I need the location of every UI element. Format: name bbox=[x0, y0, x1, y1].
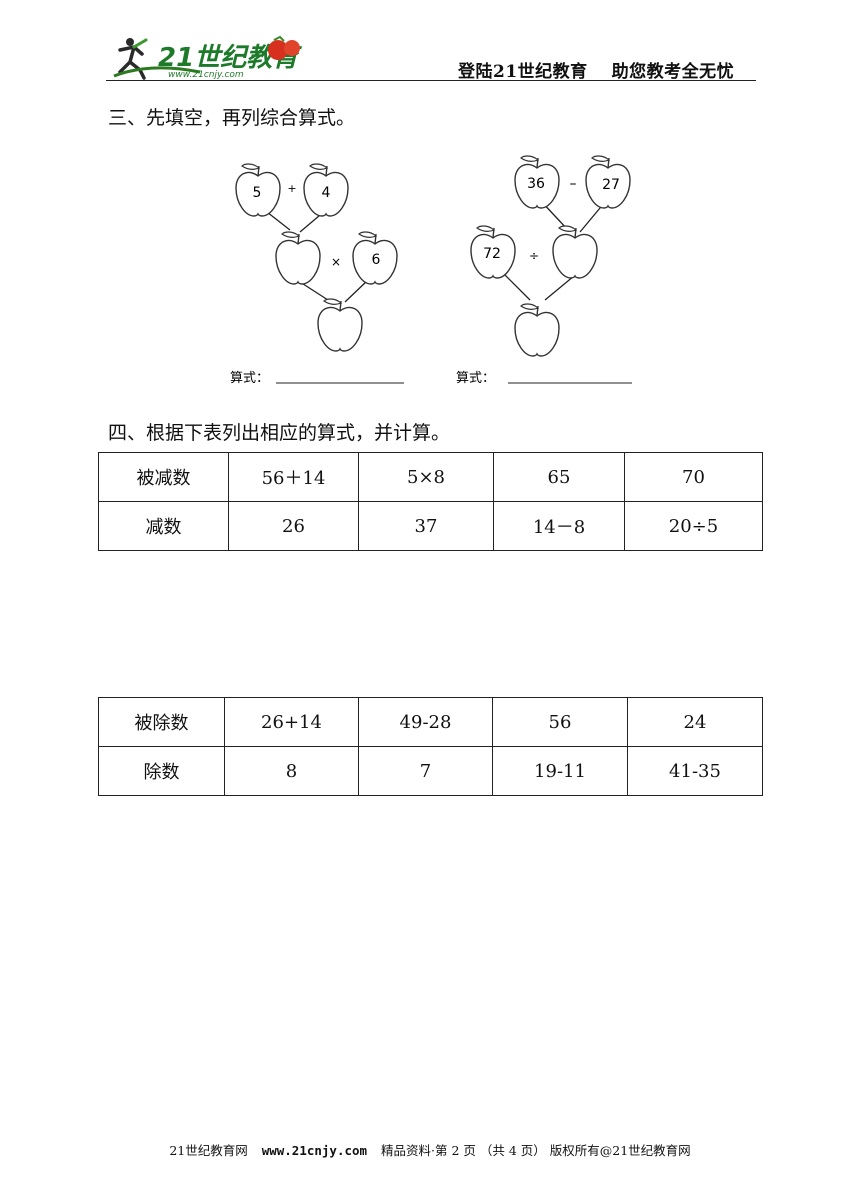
site-logo: 21世纪教育 www.21cnjy.com bbox=[113, 35, 302, 80]
formula-label-right: 算式： bbox=[456, 371, 495, 386]
row-header: 被除数 bbox=[98, 697, 225, 747]
table-row: 减数 26 37 14－8 20÷5 bbox=[98, 501, 763, 551]
apple-mid-right-blank[interactable] bbox=[552, 225, 598, 279]
division-table: 被除数 26+14 49-28 56 24 除数 8 7 19-11 41-35 bbox=[98, 697, 763, 796]
table-cell: 56 bbox=[492, 697, 628, 747]
table-cell: 41-35 bbox=[627, 746, 763, 796]
table-cell: 7 bbox=[358, 746, 493, 796]
header-divider bbox=[106, 80, 756, 81]
apple-tree-diagram: 5 + 4 × 6 36 – 27 72 ÷ 算式： 算式： bbox=[230, 155, 632, 386]
table-row: 被除数 26+14 49-28 56 24 bbox=[98, 697, 763, 747]
table-row: 除数 8 7 19-11 41-35 bbox=[98, 746, 763, 796]
section-4-title: 四、根据下表列出相应的算式，并计算。 bbox=[108, 422, 451, 444]
header-slogan: 登陆21世纪教育 助您教考全无忧 bbox=[458, 62, 735, 82]
apple-value: 36 bbox=[527, 176, 545, 192]
tomato-icon bbox=[268, 35, 300, 60]
formula-label-left: 算式： bbox=[230, 371, 269, 386]
table-cell: 49-28 bbox=[358, 697, 493, 747]
row-header: 除数 bbox=[98, 746, 225, 796]
table-cell: 8 bbox=[224, 746, 359, 796]
row-header: 减数 bbox=[98, 501, 229, 551]
table-cell: 26 bbox=[228, 501, 359, 551]
runner-icon bbox=[113, 38, 201, 80]
table-cell: 19-11 bbox=[492, 746, 628, 796]
footer-left: 21世纪教育网 bbox=[169, 1143, 248, 1158]
footer-right: 精品资料·第 2 页 （共 4 页） 版权所有@21世纪教育网 bbox=[381, 1143, 691, 1158]
subtraction-table: 被减数 56＋14 5×8 65 70 减数 26 37 14－8 20÷5 bbox=[98, 452, 763, 551]
operator-divide: ÷ bbox=[529, 249, 539, 263]
table-cell: 20÷5 bbox=[624, 501, 763, 551]
table-cell: 37 bbox=[358, 501, 494, 551]
apple-value: 6 bbox=[372, 252, 381, 268]
apple-bottom-blank[interactable] bbox=[317, 298, 363, 352]
table-cell: 70 bbox=[624, 452, 763, 502]
table-cell: 56＋14 bbox=[228, 452, 359, 502]
apple-value: 4 bbox=[322, 185, 331, 201]
table-cell: 65 bbox=[493, 452, 625, 502]
row-header: 被减数 bbox=[98, 452, 229, 502]
operator-times: × bbox=[331, 255, 341, 269]
footer-site-link[interactable]: www.21cnjy.com bbox=[261, 1143, 368, 1158]
section-3-title: 三、先填空，再列综合算式。 bbox=[108, 107, 356, 129]
apple-value: 5 bbox=[253, 185, 262, 201]
apple-mid-left-blank[interactable] bbox=[275, 231, 321, 285]
right-apple-tree: 36 – 27 72 ÷ bbox=[470, 155, 631, 357]
table-cell: 5×8 bbox=[358, 452, 494, 502]
operator-minus: – bbox=[570, 176, 577, 192]
table-cell: 14－8 bbox=[493, 501, 625, 551]
table-cell: 26+14 bbox=[224, 697, 359, 747]
left-apple-tree: 5 + 4 × 6 bbox=[235, 163, 398, 352]
apple-value: 27 bbox=[602, 177, 620, 193]
page-footer: 21世纪教育网 www.21cnjy.com 精品资料·第 2 页 （共 4 页… bbox=[0, 1140, 860, 1159]
logo-url: www.21cnjy.com bbox=[168, 70, 244, 80]
apple-value: 72 bbox=[483, 246, 501, 262]
table-row: 被减数 56＋14 5×8 65 70 bbox=[98, 452, 763, 502]
table-cell: 24 bbox=[627, 697, 763, 747]
operator-plus: + bbox=[287, 182, 296, 195]
apple-bottom-blank[interactable] bbox=[514, 303, 560, 357]
